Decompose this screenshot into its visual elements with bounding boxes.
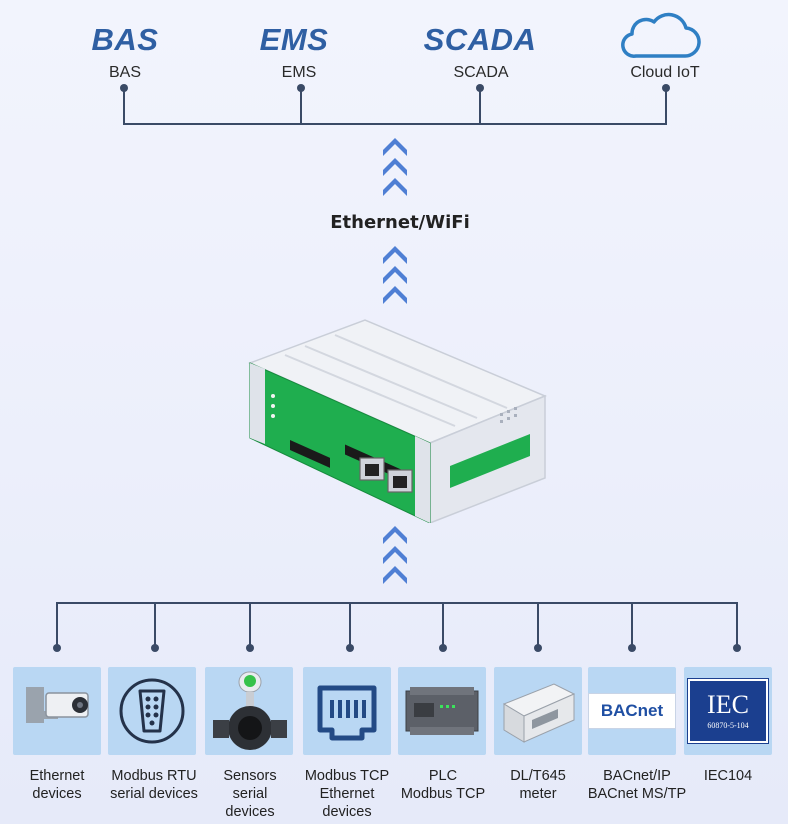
plc-icon <box>405 687 479 735</box>
bottom-node <box>534 644 542 652</box>
bacnet-logo-text: BACnet <box>600 701 664 720</box>
device-label-meter: DL/T645 meter <box>510 768 566 802</box>
device-label-sensors: Sensors serial devices <box>223 768 277 820</box>
gateway-device-icon <box>248 319 547 523</box>
scada-label: SCADA <box>453 64 509 81</box>
bas-logo: BAS <box>91 22 159 57</box>
top-node-scada <box>476 84 484 92</box>
device-label-bacnet: BACnet/IP BACnet MS/TP <box>587 768 687 802</box>
bas-label: BAS <box>108 64 141 81</box>
top-node-ems <box>297 84 305 92</box>
cloud-icon <box>621 12 701 58</box>
top-node-cloud <box>662 84 670 92</box>
lower-chevron-arrow <box>383 526 407 584</box>
device-label-iec104: IEC104 <box>703 768 753 784</box>
ethernet-port-icon <box>317 685 377 741</box>
meter-tile <box>494 667 582 755</box>
bottom-node <box>53 644 61 652</box>
cloud-iot-label: Cloud IoT <box>630 64 700 81</box>
bottom-bus-line <box>56 602 738 648</box>
bottom-node <box>628 644 636 652</box>
ems-label: EMS <box>281 64 317 81</box>
bacnet-logo-icon: BACnet <box>588 693 676 729</box>
bottom-node <box>346 644 354 652</box>
iec-logo-icon: IEC 60870-5-104 <box>688 679 768 743</box>
upper-chevron-arrow <box>383 138 407 196</box>
plc-tile <box>398 667 486 755</box>
bottom-node <box>151 644 159 652</box>
energy-meter-icon <box>502 683 576 743</box>
modbus-tcp-tile <box>303 667 391 755</box>
device-label-ethernet: Ethernet devices <box>29 768 85 802</box>
ems-logo: EMS <box>259 22 329 57</box>
iec-logo-text: IEC <box>707 690 749 719</box>
middle-chevron-arrow <box>383 246 407 304</box>
modbus-rtu-tile <box>108 667 196 755</box>
top-bus-line <box>123 89 667 125</box>
serial-port-icon <box>119 678 185 744</box>
network-label: Ethernet/WiFi <box>330 212 470 233</box>
bottom-node <box>246 644 254 652</box>
flow-meter-sensor-icon <box>213 671 287 750</box>
sensors-tile <box>205 667 293 755</box>
bacnet-tile: BACnet <box>588 667 676 755</box>
device-label-modbus-rtu: Modbus RTU serial devices <box>110 768 198 802</box>
device-label-plc: PLC Modbus TCP <box>400 768 486 802</box>
device-label-modbus-tcp: Modbus TCP Ethernet devices <box>304 768 390 820</box>
ethernet-device-tile <box>13 667 101 755</box>
bottom-node <box>733 644 741 652</box>
iec104-tile: IEC 60870-5-104 <box>684 667 772 755</box>
bottom-node <box>439 644 447 652</box>
top-node-bas <box>120 84 128 92</box>
scada-logo: SCADA <box>423 22 537 57</box>
ip-camera-icon <box>26 687 89 723</box>
iec-logo-subtext: 60870-5-104 <box>707 721 749 730</box>
